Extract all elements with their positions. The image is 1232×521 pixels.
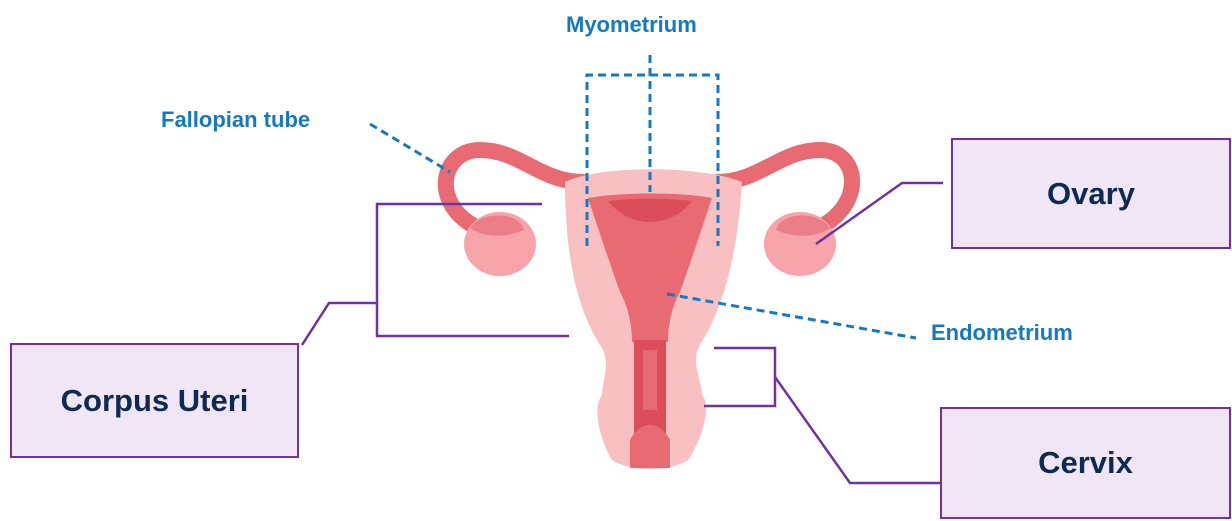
fallopian-tube-leader xyxy=(370,124,450,172)
corpus-uteri-box: Corpus Uteri xyxy=(10,343,299,458)
cervical-canal-inner xyxy=(643,350,657,410)
right-ovary xyxy=(764,212,836,276)
cervical-os xyxy=(630,425,670,468)
ovary-box: Ovary xyxy=(951,138,1231,249)
corpus-uteri-leader xyxy=(302,303,377,345)
myometrium-label: Myometrium xyxy=(566,12,697,38)
fallopian-tube-label: Fallopian tube xyxy=(161,107,310,133)
endometrium-label: Endometrium xyxy=(931,320,1073,346)
cervix-leader xyxy=(775,377,941,483)
left-ovary xyxy=(464,212,536,276)
cervix-bracket xyxy=(704,348,775,406)
cervix-box: Cervix xyxy=(940,407,1231,519)
